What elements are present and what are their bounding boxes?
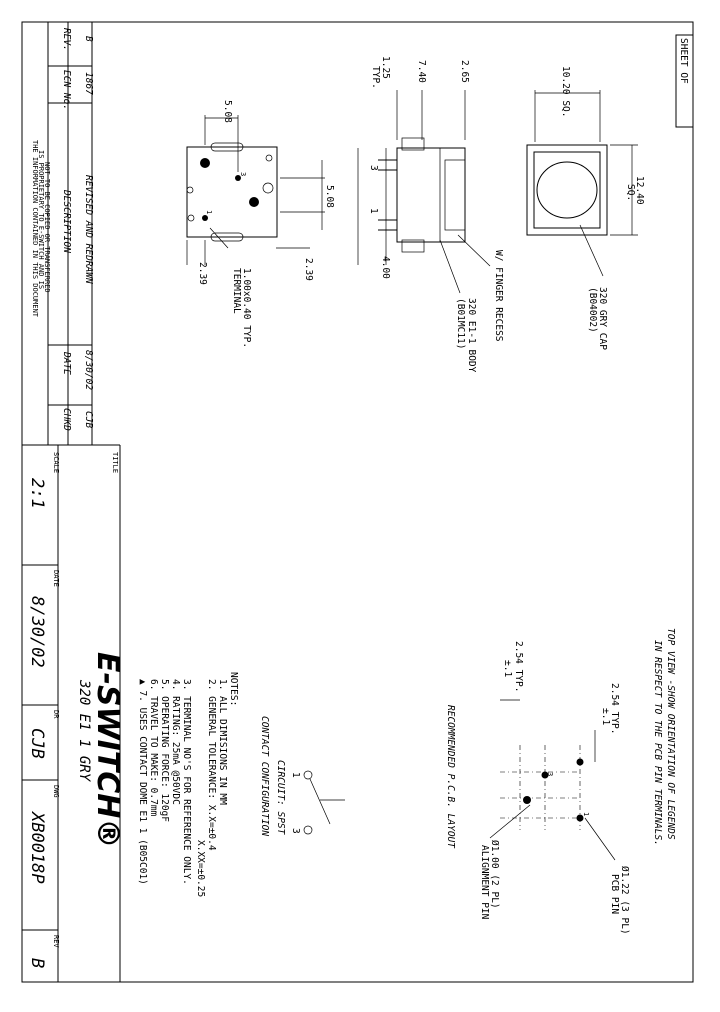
cap-width-dim: 10.20 SQ. <box>560 66 571 117</box>
note-2b: X.XX=±0.25 <box>195 840 206 897</box>
body-callout: 320 E1-1 BODY <box>466 298 477 373</box>
alignment-pin-top <box>200 158 210 168</box>
rev-value: B <box>83 36 94 42</box>
rev-value-title: B <box>27 958 47 968</box>
notes: NOTES: 1. ALL DIMISIONS IN MM 2. GENERAL… <box>137 672 239 897</box>
title-block: TITLE 320 E1 1 GRY E-SWITCH® SCALE 2:1 D… <box>22 445 125 982</box>
pin-dim: 1.25 <box>380 56 391 79</box>
circuit-terminal-1: 1 <box>290 772 301 778</box>
cap-part-number: (B04002) <box>587 287 598 333</box>
rev-caption: REV <box>52 935 60 948</box>
drawn-value: CJB <box>27 728 47 759</box>
sheet-border <box>21 21 694 983</box>
date-caption: DATE <box>52 570 60 587</box>
note-6: 6. TRAVEL TO MAKE: 0.7mm <box>148 679 159 817</box>
drawing-number-caption: DWG <box>52 785 60 798</box>
finger-recess-label: W/ FINGER RECESS <box>493 250 504 342</box>
pcb-spacing-dim: 2.54 TYP. <box>609 683 620 734</box>
description-header: DESCRIPTION <box>61 189 72 253</box>
scale-caption: SCALE <box>52 452 60 473</box>
pcb-terminal-1: 1 <box>582 812 590 816</box>
description-value: REVISED AND REDRAWN <box>83 175 94 284</box>
disclaimer-line-1: THE INFORMATION CONTAINED IN THIS DOCUME… <box>31 140 39 318</box>
sheet-box <box>675 34 694 128</box>
chkd-header: CHKD <box>61 408 72 431</box>
sheet-label: SHEET OF <box>678 38 689 84</box>
overall-dim-sq: SQ. <box>625 184 636 201</box>
alignment-pin-bottom <box>249 197 259 207</box>
overall-dim: 12.40 <box>634 176 645 205</box>
circuit-diagram: 1 3 CIRCUIT: SPST CONTACT CONFIGURATION <box>259 716 345 836</box>
circuit-type: CIRCUIT: SPST <box>275 760 286 836</box>
pcb-align-dim: 2.54 TYP. <box>513 641 524 692</box>
bottom-terminal-3: 3 <box>239 172 247 176</box>
pcb-align-tol: ±.1 <box>502 660 513 677</box>
pcb-pin-hole-dim: Ø1.22 (3 PL) <box>619 866 630 935</box>
drawn-caption: DR <box>52 710 60 719</box>
pcb-pin-hole-label: PCB PIN <box>609 874 620 914</box>
side-terminal-1: 1 <box>368 208 379 214</box>
pcb-pin-3 <box>541 771 549 779</box>
notes-heading: NOTES: <box>228 672 239 706</box>
pcb-terminal-3: 3 <box>546 772 554 776</box>
date-value: 8/30/02 <box>83 350 94 390</box>
disclaimer-line-2: IS PROPRIETARY TO E-SWITCH AND IS <box>37 150 45 289</box>
pin-length-dim: 4.00 <box>380 256 391 279</box>
chkd-value: CJB <box>83 411 94 428</box>
bottom-dim-top: 5.08 <box>222 100 233 123</box>
alignment-hole-label: ALIGNMENT PIN <box>479 845 490 920</box>
side-view: 3 1 2.65 7.40 1.25 TYP. 4.00 W/ FINGER R… <box>357 56 504 373</box>
part-title: 320 E1 1 GRY <box>76 679 92 783</box>
terminal-label: TERMINAL <box>231 268 242 314</box>
body-part-number: (B01MC11) <box>455 298 466 349</box>
revision-block: REV. ECN No. DESCRIPTION DATE CHKD B 186… <box>22 22 120 446</box>
note-1: 1. ALL DIMISIONS IN MM <box>217 679 228 805</box>
terminal-pad-bottom <box>210 232 244 242</box>
alignment-hole <box>523 796 531 804</box>
height-dim-1: 2.65 <box>459 60 470 83</box>
bottom-terminal-1: 1 <box>205 210 213 214</box>
note-3: 3. TERMINAL NO'S FOR REFERENCE ONLY. <box>181 679 192 885</box>
pcb-spacing-tol: ±.1 <box>600 708 611 725</box>
pcb-pin-1 <box>576 758 584 766</box>
terminal-dim: 1.00x0.40 TYP. <box>241 268 252 348</box>
terminal-pad-top <box>210 142 244 152</box>
note-4: 4. RATING: 25mA @50VDC <box>170 679 181 805</box>
bottom-dim-edge: 2.39 <box>303 258 314 281</box>
top-view-note-line-2: IN RESPECT TO THE PCB PIN TERMINALS. <box>652 640 663 846</box>
title-caption: TITLE <box>111 452 119 473</box>
ecn-header: ECN No. <box>61 70 72 110</box>
note-7: ▲ 7. USES CONTACT DOME E1 1 (B05C01) <box>137 679 148 885</box>
e-switch-logo: E-SWITCH® <box>90 652 125 848</box>
disclaimer-line-3: NOT TO BE COPIED OR TRANSFERRED <box>43 162 51 293</box>
pin-dim-typ: TYP. <box>370 66 381 89</box>
height-dim-2: 7.40 <box>416 60 427 83</box>
cap-callout: 320 GRY CAP <box>597 287 608 350</box>
pcb-layout: 1 3 2.54 TYP. ±.1 2.54 TYP. ±.1 Ø1.22 (3… <box>445 641 630 935</box>
top-view-note-line-1: TOP VIEW -SHOW ORIENTATION OF LEGENDS <box>665 628 676 840</box>
circuit-terminal-2: 3 <box>290 828 301 834</box>
note-5: 5. OPERATING FORCE: 120gF <box>159 679 170 822</box>
pcb-pin-2 <box>576 814 584 822</box>
date-header: DATE <box>61 351 72 375</box>
pcb-layout-title: RECOMMENDED P.C.B. LAYOUT <box>445 705 456 849</box>
bottom-dim-left: 2.39 <box>197 262 208 285</box>
date-value-title: 8/30/02 <box>27 596 47 668</box>
bottom-dim-right: 5.08 <box>324 185 335 208</box>
ecn-value: 1867 <box>83 72 94 95</box>
top-view-cap: 10.20 SQ. 12.40 SQ. 320 GRY CAP (B04002) <box>526 66 645 350</box>
contact-configuration: CONTACT CONFIGURATION <box>259 716 270 836</box>
drawing-number: XB0018P <box>27 810 47 884</box>
rev-header: REV. <box>61 28 72 51</box>
alignment-hole-dim: Ø1.00 (2 PL) <box>489 840 500 909</box>
bottom-view: 3 1 5.08 5.08 2.39 2.39 1.00x0.40 TYP. T… <box>186 100 335 348</box>
side-terminal-3: 3 <box>368 165 379 171</box>
note-2: 2. GENERAL TOLERANCE: X.X=±0.4 <box>206 679 217 851</box>
scale-value: 2:1 <box>27 478 47 509</box>
